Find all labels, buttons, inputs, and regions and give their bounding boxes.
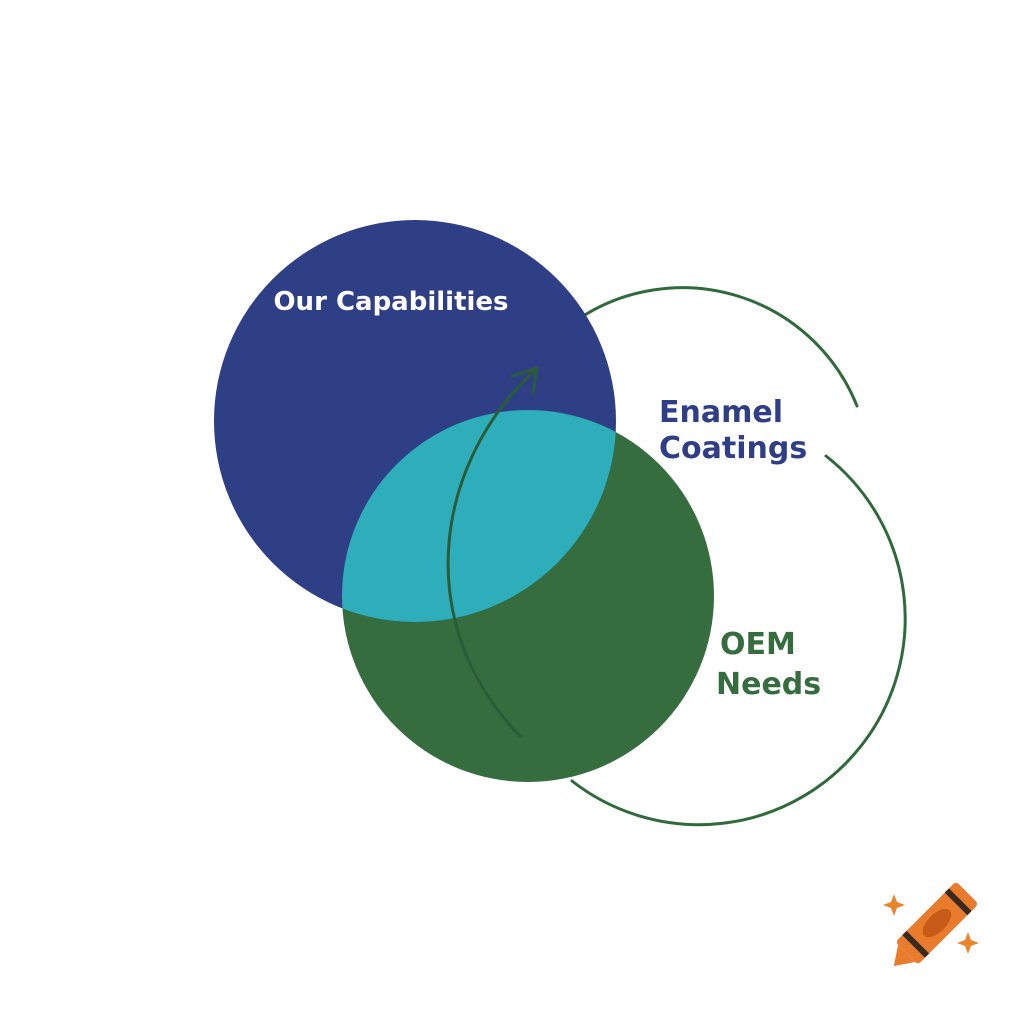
outline-ring — [578, 286, 859, 408]
oem-needs-label-line1: OEM — [720, 627, 796, 662]
enamel-coatings-label-line1: Enamel — [659, 395, 783, 430]
oem-needs-label-line2: Needs — [716, 667, 821, 702]
crayon-icon — [883, 882, 979, 967]
capabilities-label: Our Capabilities — [273, 287, 508, 317]
curved-arrow-icon — [446, 366, 539, 738]
outline-ring-lower — [570, 454, 907, 827]
enamel-coatings-label-line2: Coatings — [659, 431, 807, 466]
